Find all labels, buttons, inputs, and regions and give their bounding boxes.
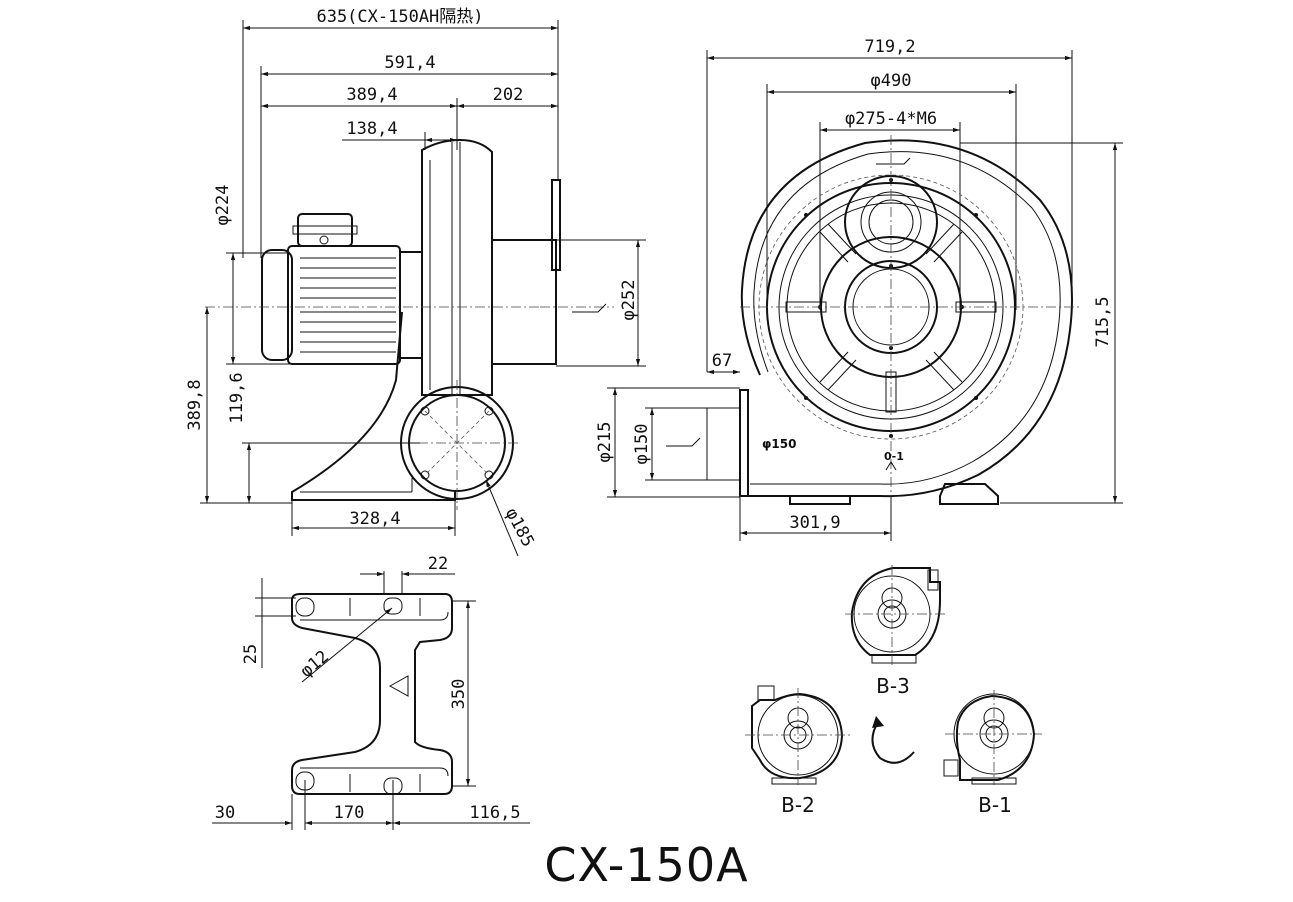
label-b3: B-3	[876, 674, 910, 698]
dim-outlet-to-center: 301,9	[789, 513, 840, 533]
orientation-b1: B-1	[943, 690, 1042, 817]
orientation-views: B-3 B-2 B-1	[745, 565, 1042, 817]
stand-profile	[291, 311, 456, 501]
outlet-flange-side	[551, 179, 561, 271]
dim-overall-width: 719,2	[864, 37, 915, 57]
rotation-arrow-top	[876, 157, 911, 165]
dim-slot-width: 22	[428, 554, 448, 574]
dim-overall-height: 715,5	[1093, 296, 1113, 347]
orientation-b2: B-2	[745, 685, 850, 817]
base-view: 22 25 φ12 350 30 170 116,5	[212, 554, 530, 830]
orientation-b3: B-3	[845, 565, 945, 698]
motor-end-cap	[261, 249, 293, 361]
outlet-flange-front	[739, 389, 749, 497]
dim-bolt-circle: φ275-4*M6	[845, 109, 937, 129]
dim-motor-to-center: 389,4	[346, 85, 397, 105]
terminal-box	[297, 213, 353, 247]
outlet-duct-side	[492, 239, 557, 365]
orientation-mark-label: 0-1	[884, 450, 904, 463]
airflow-arrow-side	[572, 303, 607, 313]
dim-right-offset: 116,5	[469, 803, 520, 823]
motor-body	[287, 245, 401, 365]
scroll-casing-outer	[740, 139, 1073, 498]
front-foot-right	[939, 483, 999, 505]
front-foot-left	[789, 496, 851, 505]
airflow-arrow-front	[666, 437, 701, 447]
label-b2: B-2	[781, 793, 815, 817]
label-b1: B-1	[978, 793, 1012, 817]
dim-overall-length: 591,4	[384, 53, 435, 73]
dim-inlet-height: 119,6	[227, 372, 247, 423]
base-arrow-mark	[388, 675, 409, 697]
outlet-mark-label: φ150	[762, 437, 796, 451]
dim-center-height: 389,8	[185, 379, 205, 430]
side-view: 635(CX-150AH隔热) 591,4 389,4 202 138,4	[185, 7, 646, 557]
rotation-arrow-icon	[871, 721, 915, 764]
dim-center-to-flange: 202	[493, 85, 524, 105]
motor-flange	[399, 251, 423, 359]
dim-hole-spacing: 170	[334, 803, 365, 823]
dim-left-offset: 30	[215, 803, 235, 823]
model-title: CX-150A	[544, 838, 749, 892]
dim-housing-offset: 138,4	[346, 119, 397, 139]
dim-base-length: 328,4	[349, 509, 400, 529]
dim-casing-dia: φ490	[871, 71, 912, 91]
dim-motor-dia: φ224	[213, 185, 233, 226]
dim-outlet-dia: φ150	[632, 424, 652, 465]
dim-outlet-flange-depth: 67	[712, 351, 732, 371]
dim-total-insulated: 635(CX-150AH隔热)	[316, 7, 483, 27]
dim-base-depth: 350	[449, 679, 469, 710]
fan-housing-side	[421, 138, 493, 396]
front-view: 719,2 φ490 φ275-4*M6	[595, 37, 1123, 541]
dim-outlet-flange-dia: φ215	[595, 422, 615, 463]
dim-outlet-dia-side: φ252	[619, 280, 639, 321]
dim-slot-depth: 25	[241, 644, 261, 664]
base-outline	[291, 593, 453, 795]
dim-hole-dia: φ12	[297, 647, 333, 682]
